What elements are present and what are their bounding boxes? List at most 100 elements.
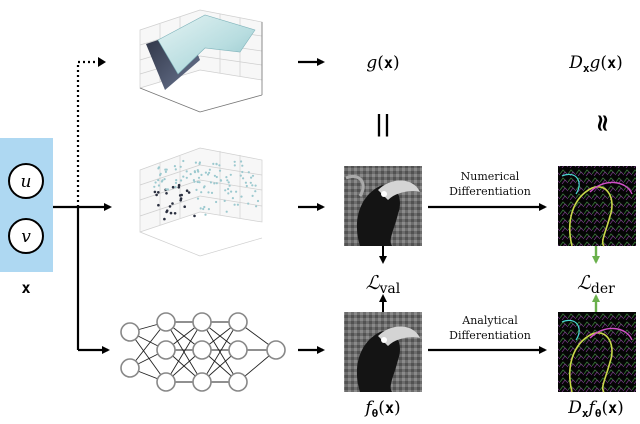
analytical-label-line1: Analytical [461, 314, 518, 327]
scatter-point [171, 202, 174, 205]
scatter-point [198, 181, 201, 184]
scatter-point [157, 179, 160, 182]
loss-der-label: ℒder [577, 272, 615, 297]
scatter-point [199, 207, 202, 210]
scatter-point [185, 170, 188, 173]
scatter-point [215, 200, 218, 204]
scatter-point [200, 173, 203, 176]
scatter-plot-grid [139, 147, 263, 257]
scatter-point [218, 169, 222, 172]
scatter-point [174, 181, 178, 184]
scatter-point [240, 160, 243, 163]
scatter-point [194, 161, 197, 164]
scatter-point [235, 190, 238, 193]
neural-network-icon [120, 312, 286, 392]
toucan-branch [345, 175, 365, 197]
scatter-point [195, 188, 198, 191]
scatter-point [204, 213, 207, 216]
scatter-point [174, 168, 177, 171]
scatter-point [179, 199, 182, 202]
scatter-point [193, 214, 196, 218]
scatter-point [207, 191, 210, 194]
scatter-point [175, 179, 178, 182]
scatter-point [165, 192, 168, 195]
scatter-point [227, 192, 230, 195]
network-node [156, 340, 176, 360]
scatter-point [206, 173, 210, 176]
scatter-point [233, 203, 236, 206]
scatter-point [163, 217, 166, 221]
edge-map-bottom-contour [569, 332, 613, 393]
scatter-point [210, 191, 214, 194]
scatter-point [153, 185, 156, 188]
scatter-point [177, 183, 181, 187]
scatter-point [227, 187, 230, 191]
surface-plot-axes [139, 22, 263, 113]
scatter-point [174, 185, 177, 189]
input-node-u-label: u [21, 172, 32, 192]
scatter-point [202, 207, 205, 211]
scatter-point [251, 184, 254, 187]
scatter-point [213, 174, 216, 177]
network-node [192, 340, 212, 360]
edge-map-bottom-background [558, 312, 636, 392]
scatter-point [189, 173, 192, 176]
scatter-point [215, 182, 218, 185]
scatter-point [254, 184, 257, 187]
input-node-u [8, 163, 44, 199]
network-node [120, 322, 140, 342]
scatter-point [204, 171, 207, 174]
scatter-plot-icon [139, 147, 263, 257]
toucan-body [356, 184, 400, 246]
scatter-point [169, 211, 173, 215]
toucan-body-bottom [356, 330, 400, 392]
network-edge [201, 321, 239, 383]
scatter-point [212, 162, 215, 165]
scatter-point [245, 184, 248, 188]
edge-map-top-background [558, 166, 636, 246]
surface-plot-mesh [157, 14, 256, 75]
scatter-point [192, 179, 195, 182]
scatter-point [182, 175, 185, 178]
toucan-eye [381, 191, 387, 197]
input-node-v [8, 218, 44, 254]
network-node [192, 312, 212, 332]
scatter-point [251, 174, 255, 177]
toucan-beak [378, 180, 420, 200]
network-node [228, 372, 248, 392]
scatter-point [247, 171, 250, 174]
edge-map-bottom-beak [589, 327, 633, 341]
scatter-point [180, 179, 183, 182]
loss-val-label: ℒval [366, 272, 401, 297]
scatter-point [180, 193, 183, 197]
scatter-point [163, 178, 166, 181]
input-vector-label: x [21, 279, 30, 297]
scatter-point [215, 163, 218, 166]
scatter-point [215, 175, 218, 179]
network-node [266, 340, 286, 360]
scatter-point [157, 191, 160, 194]
scatter-point [207, 208, 210, 211]
scatter-point [155, 193, 158, 197]
scatter-point [173, 165, 176, 168]
edge-map-top-branch [561, 173, 580, 195]
numerical-label-line1: Numerical [461, 170, 520, 183]
scatter-plot-points [153, 159, 260, 221]
network-node [228, 312, 248, 332]
network-node [228, 340, 248, 360]
scatter-point [219, 179, 222, 182]
scatter-point [251, 194, 254, 197]
scatter-point [231, 197, 234, 200]
scatter-point [171, 185, 175, 189]
toucan-beak-bottom [378, 326, 420, 346]
scatter-point [196, 197, 200, 200]
scatter-point [223, 199, 226, 202]
scatter-point [227, 181, 230, 184]
scatter-point [225, 176, 228, 179]
equals-symbol: || [375, 111, 391, 137]
scatter-point [196, 180, 199, 184]
scatter-point [233, 164, 236, 167]
scatter-point [202, 186, 206, 189]
numerical-label-line2: Differentiation [449, 185, 531, 198]
